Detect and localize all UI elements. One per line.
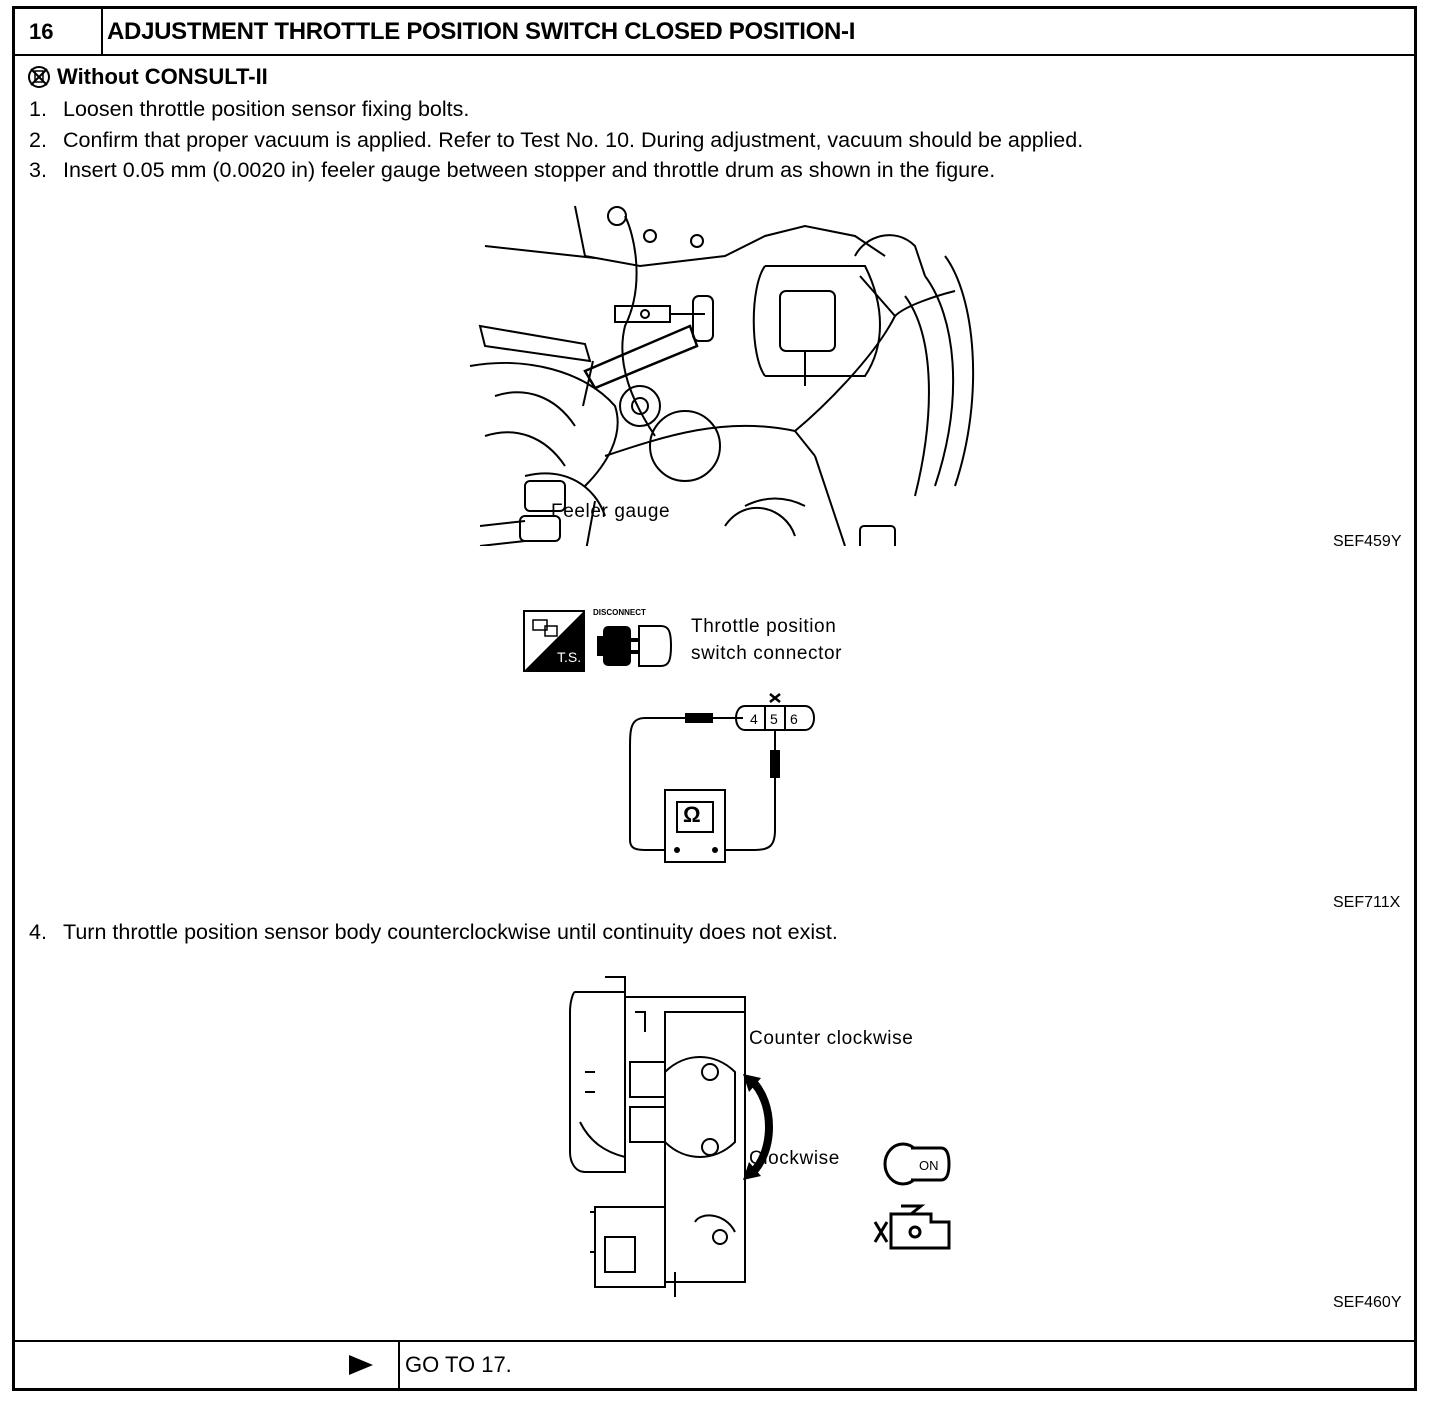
step-footer: GO TO 17. (15, 1340, 1414, 1388)
step-list: 1.Loosen throttle position sensor fixing… (29, 94, 1083, 186)
step-header: 16 ADJUSTMENT THROTTLE POSITION SWITCH C… (15, 9, 1414, 56)
throttle-sensor-rotation-illustration (569, 976, 746, 1297)
disconnect-connector-icon (597, 625, 673, 667)
engine-off-icon (873, 1204, 951, 1250)
step-content: Without CONSULT-II 1.Loosen throttle pos… (15, 56, 1414, 1341)
counter-clockwise-label: Counter clockwise (749, 1028, 914, 1049)
rotation-arrow-icon (743, 1074, 773, 1180)
connector-label-line1: Throttle position (691, 616, 837, 637)
list-item: 3.Insert 0.05 mm (0.0020 in) feeler gaug… (29, 158, 996, 182)
connector-label-line2: switch connector (691, 643, 843, 664)
no-consult-icon (28, 66, 50, 88)
ts-label: T.S. (557, 649, 581, 665)
step-title: ADJUSTMENT THROTTLE POSITION SWITCH CLOS… (107, 18, 856, 45)
step-text: Confirm that proper vacuum is applied. R… (63, 127, 1084, 152)
pin-6-label: 6 (790, 711, 798, 727)
footer-result-cell (15, 1342, 400, 1388)
procedure-frame: 16 ADJUSTMENT THROTTLE POSITION SWITCH C… (12, 6, 1417, 1391)
list-item: 2.Confirm that proper vacuum is applied.… (29, 127, 1084, 152)
step-number: 16 (15, 9, 103, 54)
ignition-label: ON (919, 1158, 939, 1173)
throttle-body-illustration (469, 205, 975, 546)
ohmmeter-symbol: Ω (683, 802, 701, 827)
step-text: Loosen throttle position sensor fixing b… (63, 97, 470, 121)
pin-5-label: 5 (770, 711, 778, 727)
step-text: Insert 0.05 mm (0.0020 in) feeler gauge … (63, 158, 996, 182)
figure-code-1: SEF459Y (1333, 533, 1402, 550)
play-arrow-icon (349, 1355, 373, 1375)
mode-label: Without CONSULT-II (57, 64, 268, 89)
clockwise-label: Clockwise (749, 1148, 840, 1169)
step-text: Turn throttle position sensor body count… (63, 920, 838, 944)
ignition-on-icon: ON (883, 1142, 951, 1186)
mode-line: Without CONSULT-II (27, 64, 268, 90)
ts-icon: T.S. (523, 610, 585, 672)
feeler-gauge-callout: Feeler gauge (551, 501, 671, 522)
step-4: 4.Turn throttle position sensor body cou… (29, 920, 838, 944)
pin-4-label: 4 (750, 711, 758, 727)
figure-code-3: SEF460Y (1333, 1294, 1402, 1311)
continuity-wiring-diagram (629, 693, 815, 863)
goto-link[interactable]: GO TO 17. (405, 1352, 512, 1377)
list-item: 1.Loosen throttle position sensor fixing… (29, 97, 470, 121)
disconnect-label: DISCONNECT (593, 608, 646, 617)
figure-code-2: SEF711X (1333, 894, 1401, 911)
